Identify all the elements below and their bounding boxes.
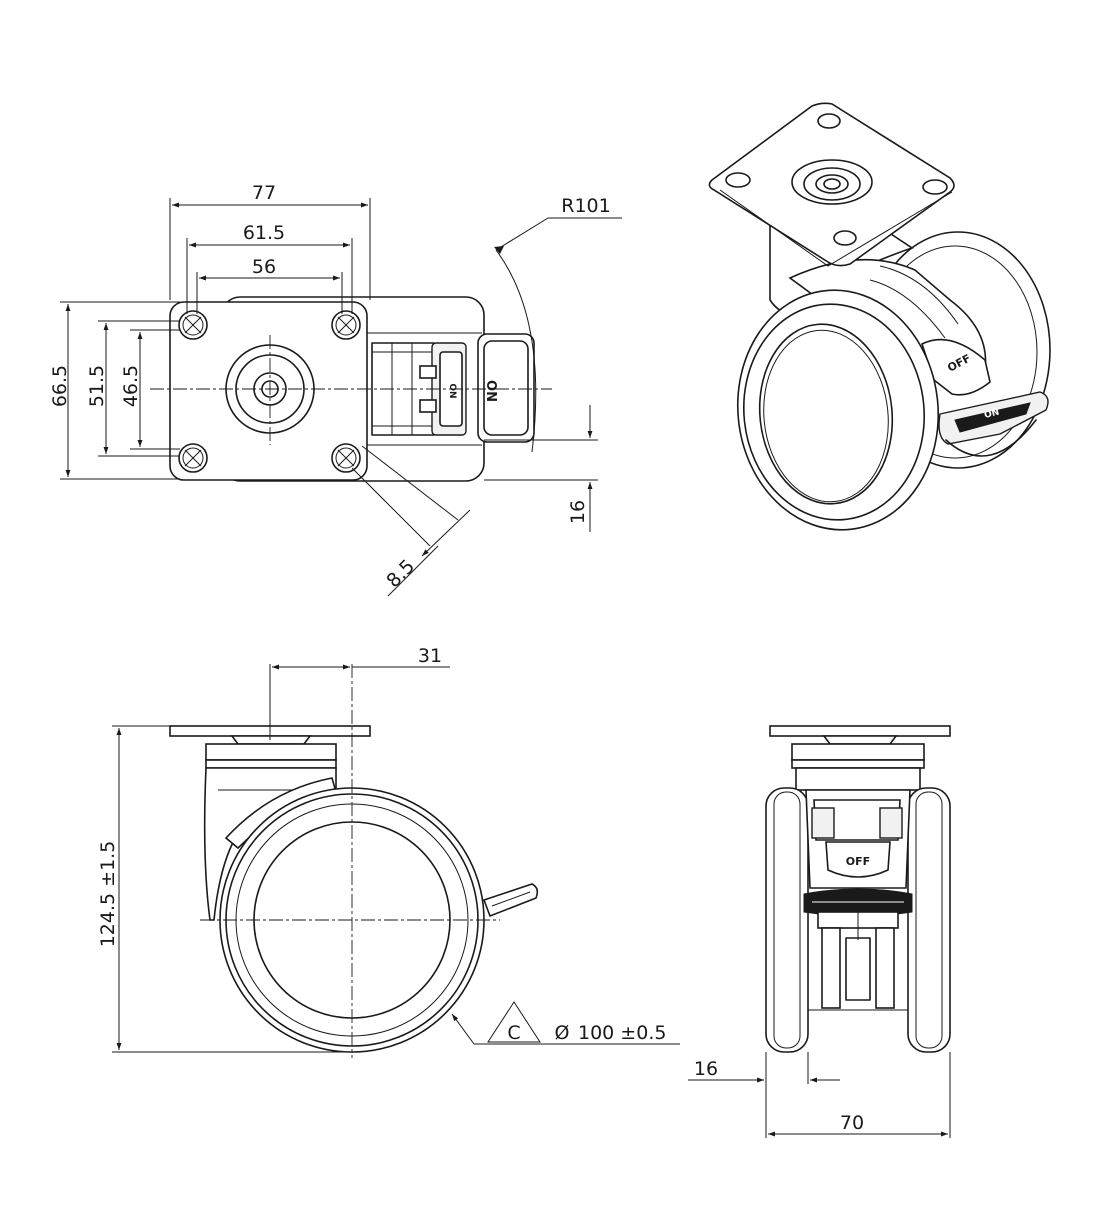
front-view: OFF 16 70 xyxy=(688,725,951,1138)
svg-text:100 ±0.5: 100 ±0.5 xyxy=(578,1022,666,1044)
svg-text:51.5: 51.5 xyxy=(86,365,108,407)
material-triangle xyxy=(487,1001,541,1043)
svg-text:Ø: Ø xyxy=(555,1022,570,1044)
top-plate xyxy=(169,301,368,481)
dim-overall-height: 124.5 ±1.5 xyxy=(97,725,352,1053)
front-brake-pedal xyxy=(803,888,913,940)
front-plate xyxy=(769,725,951,737)
dim-hole-spacing-outer: 61.5 xyxy=(186,222,353,314)
dim-plate-depth: 66.5 xyxy=(49,301,180,480)
svg-text:ON: ON xyxy=(983,408,1000,421)
svg-text:56: 56 xyxy=(252,256,276,278)
svg-text:46.5: 46.5 xyxy=(120,365,142,407)
svg-text:61.5: 61.5 xyxy=(243,222,285,244)
svg-text:8.5: 8.5 xyxy=(382,555,419,592)
svg-text:77: 77 xyxy=(252,182,276,204)
mounting-holes xyxy=(178,310,361,473)
dim-swivel-radius: R101 xyxy=(494,195,622,453)
front-fork: OFF xyxy=(805,789,911,889)
dim-depth-inner: 46.5 xyxy=(120,329,180,450)
dim-hole-spacing-inner: 56 xyxy=(196,256,343,314)
svg-text:C: C xyxy=(507,1022,520,1044)
dim-depth-outer: 51.5 xyxy=(86,320,180,457)
dim-wheel-width: 70 xyxy=(768,1052,951,1138)
front-left-wheel xyxy=(765,787,809,1053)
dim-brake-offset: 16 xyxy=(484,405,598,532)
svg-text:ON: ON xyxy=(447,383,457,398)
top-view: ON ON 7 xyxy=(49,182,622,597)
dim-hole-diameter: 8.5 xyxy=(351,445,471,597)
side-view: 31 124.5 ±1.5 C Ø 100 ±0.5 xyxy=(97,645,680,1058)
dim-tread-width: 16 xyxy=(688,1052,840,1138)
dim-offset: 31 xyxy=(272,645,450,670)
dim-wheel-diameter: C Ø 100 ±0.5 xyxy=(451,1001,680,1045)
svg-text:70: 70 xyxy=(840,1112,864,1134)
svg-text:16: 16 xyxy=(694,1058,718,1080)
brake-on-label: ON xyxy=(483,380,498,402)
svg-text:124.5 ±1.5: 124.5 ±1.5 xyxy=(97,841,119,948)
svg-text:16: 16 xyxy=(567,500,589,524)
side-brake-lever xyxy=(482,883,539,918)
front-right-wheel xyxy=(907,787,951,1053)
top-brake-pedal: ON ON xyxy=(447,333,535,443)
svg-text:31: 31 xyxy=(418,645,442,667)
dim-plate-width: 77 xyxy=(169,182,371,300)
front-off-label: OFF xyxy=(846,855,870,868)
svg-text:66.5: 66.5 xyxy=(49,365,71,407)
isometric-view: OFF ON xyxy=(708,102,1051,531)
svg-text:R101: R101 xyxy=(561,195,610,217)
